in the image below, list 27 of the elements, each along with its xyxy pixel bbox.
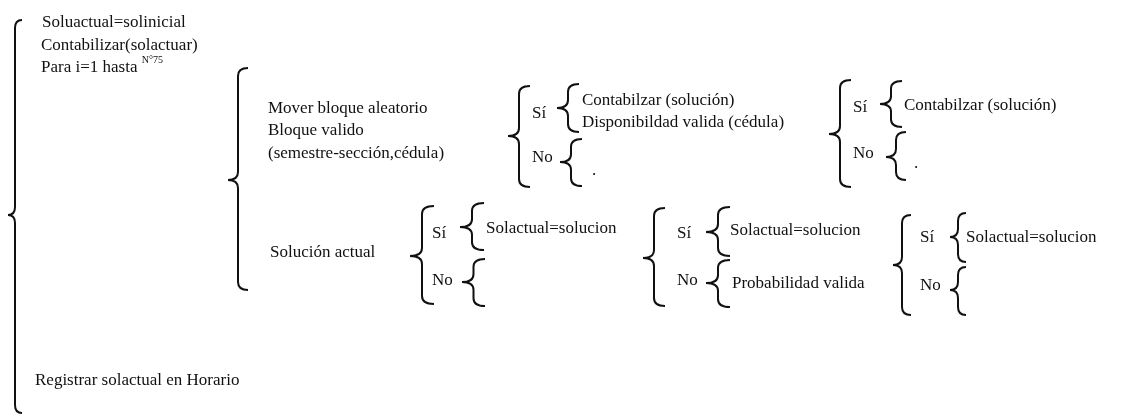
condition-text: Disponibildad valida (cédula): [582, 112, 785, 132]
statement-text: Solactual=solucion: [486, 218, 617, 238]
branch-label: No: [920, 275, 941, 295]
branch-label: Sí: [920, 227, 935, 247]
branch-label: No: [532, 147, 553, 167]
period-mark: .: [592, 160, 597, 180]
condition-text: Solución actual: [270, 242, 376, 262]
statement-text: Contabilizar(solactuar): [41, 35, 198, 55]
condition-text: Probabilidad valida: [732, 273, 865, 293]
loop-text: Para i=1 hasta $^{N°75}$: [41, 57, 163, 78]
statement-text: Contabilzar (solución): [904, 95, 1057, 115]
statement-text: Registrar solactual en Horario: [35, 370, 240, 390]
condition-text: Bloque valido: [268, 120, 364, 140]
statement-text: Soluactual=solinicial: [42, 12, 186, 32]
branch-label: Sí: [432, 223, 447, 243]
statement-text: Solactual=solucion: [966, 227, 1097, 247]
branch-label: Sí: [532, 103, 547, 123]
statement-text: Mover bloque aleatorio: [268, 98, 428, 118]
condition-text: (semestre-sección,cédula): [268, 143, 445, 163]
period-mark: .: [914, 153, 919, 173]
statement-text: Contabilzar (solución): [582, 90, 735, 110]
branch-label: Sí: [677, 223, 692, 243]
branch-label: No: [853, 143, 874, 163]
branch-label: Sí: [853, 97, 868, 117]
branch-label: No: [432, 270, 453, 290]
statement-text: Solactual=solucion: [730, 220, 861, 240]
branch-label: No: [677, 270, 698, 290]
